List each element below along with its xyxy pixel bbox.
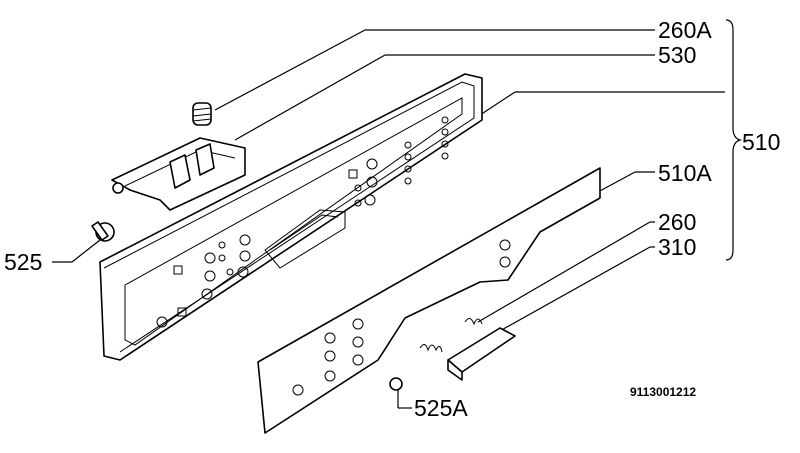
knob-525A [389, 377, 403, 391]
drawing-code: 9113001212 [630, 385, 696, 399]
label-310: 310 [658, 234, 696, 260]
label-260: 260 [658, 209, 696, 235]
assembly-bracket [725, 19, 743, 261]
label-510A: 510A [658, 160, 712, 186]
panel-housing [99, 73, 483, 361]
spring-260A [192, 102, 212, 126]
spring-260 [419, 318, 483, 353]
button-310 [447, 327, 516, 381]
label-260A: 260A [658, 17, 712, 43]
leader-lines [52, 29, 725, 409]
label-510: 510 [742, 129, 780, 155]
label-525A: 525A [414, 395, 468, 421]
label-530: 530 [658, 42, 696, 68]
front-panel-510A [257, 167, 601, 434]
knob-525 [91, 221, 115, 242]
bracket-part-530 [111, 137, 246, 211]
label-525: 525 [4, 249, 42, 275]
